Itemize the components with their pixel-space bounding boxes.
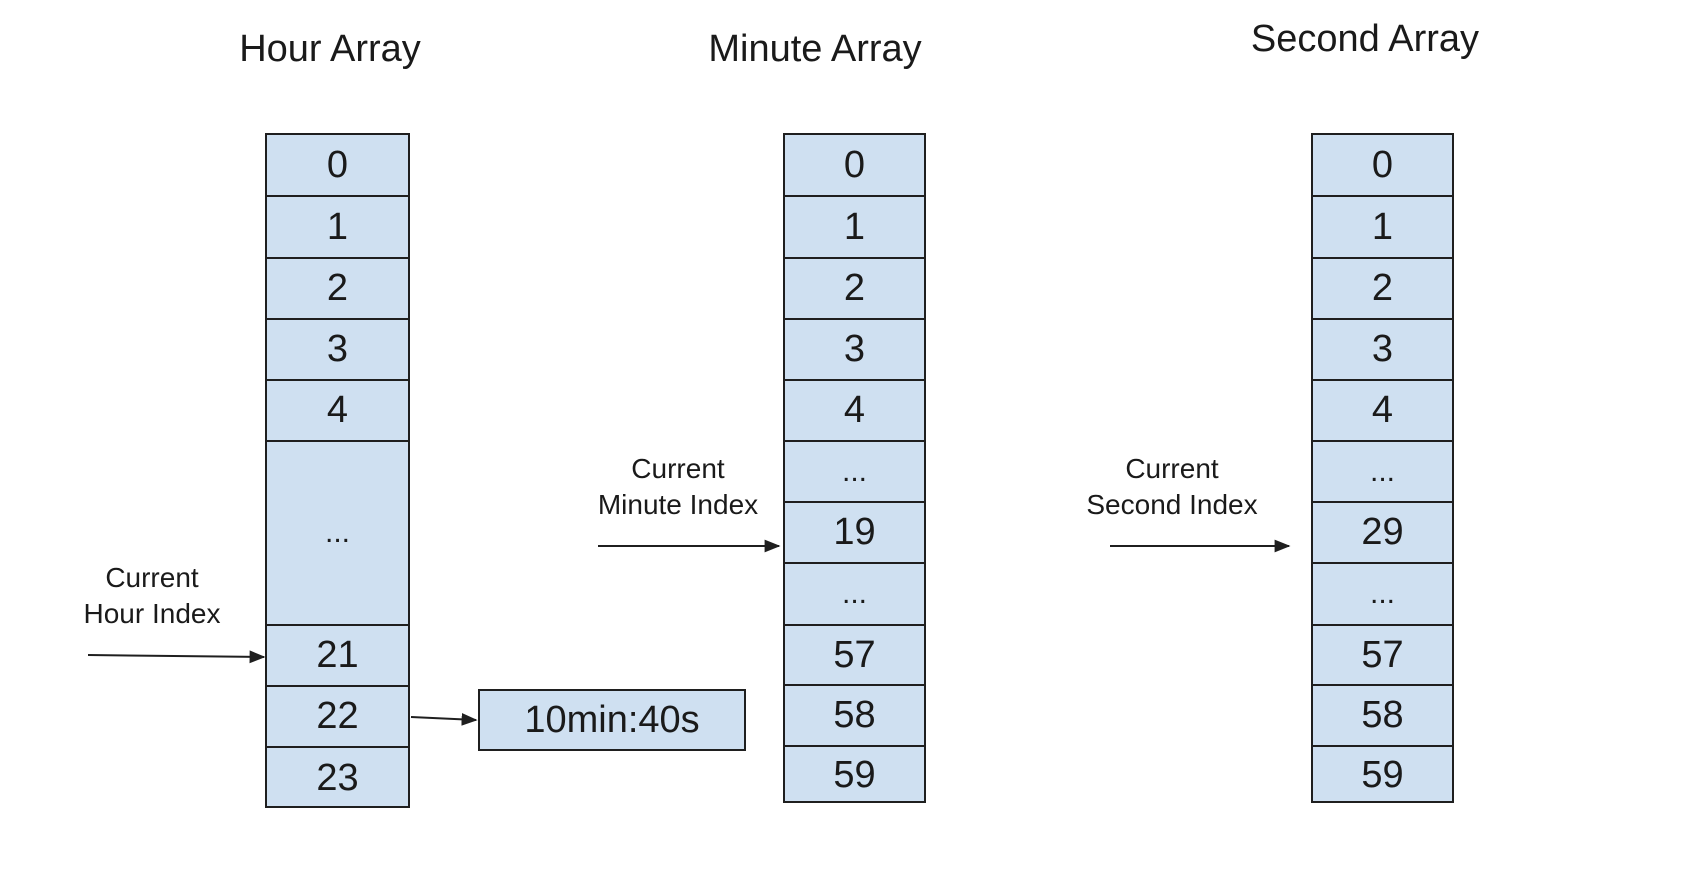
second-cell-current: 29 xyxy=(1313,503,1452,564)
hour-cell: 3 xyxy=(267,320,408,381)
minute-cell: 57 xyxy=(785,626,924,686)
minute-cell: 2 xyxy=(785,259,924,320)
minute-cell-ellipsis: ... xyxy=(785,442,924,503)
hour-cell-current: 21 xyxy=(267,626,408,687)
hour-cell: 4 xyxy=(267,381,408,442)
second-cell: 58 xyxy=(1313,686,1452,747)
label-line: Second Index xyxy=(1086,489,1258,520)
minute-cell: 4 xyxy=(785,381,924,442)
minute-cell: 3 xyxy=(785,320,924,381)
second-array: 0 1 2 3 4 ... 29 ... 57 58 59 xyxy=(1311,133,1454,803)
second-cell: 2 xyxy=(1313,259,1452,320)
second-cell: 59 xyxy=(1361,753,1404,796)
label-line: Hour Index xyxy=(83,598,221,629)
second-cell-ellipsis: ... xyxy=(1313,442,1452,503)
second-cell: 4 xyxy=(1313,381,1452,442)
entry-link-arrow xyxy=(410,712,478,726)
minute-cell-ellipsis: ... xyxy=(785,564,924,626)
second-cell: 0 xyxy=(1313,135,1452,197)
minute-array: 0 1 2 3 4 ... 19 ... 57 58 59 xyxy=(783,133,926,803)
hour-cell: 22 xyxy=(267,687,408,748)
hour-array: 0 1 2 3 4 ... 21 22 23 xyxy=(265,133,410,808)
hour-cell-ellipsis: ... xyxy=(267,442,408,626)
hour-cell: 23 xyxy=(316,756,359,799)
minute-cell-current: 19 xyxy=(785,503,924,564)
current-second-index-label: Current Second Index xyxy=(1086,451,1257,523)
second-cell: 1 xyxy=(1313,197,1452,259)
current-minute-index-label: Current Minute Index xyxy=(598,451,758,523)
hour-cell: 2 xyxy=(267,259,408,320)
label-line: Current xyxy=(1125,453,1219,484)
minute-cell: 59 xyxy=(833,753,876,796)
minute-cell: 0 xyxy=(785,135,924,197)
second-cell: 57 xyxy=(1313,626,1452,686)
label-line: Current xyxy=(105,562,199,593)
hour-cell: 0 xyxy=(267,135,408,197)
second-cell: 3 xyxy=(1313,320,1452,381)
linked-entry-box: 10min:40s xyxy=(478,689,746,751)
hour-array-title: Hour Array xyxy=(239,28,421,70)
current-hour-index-label: Current Hour Index xyxy=(84,560,221,632)
minute-cell: 58 xyxy=(785,686,924,747)
hour-cell: 1 xyxy=(267,197,408,259)
minute-cell: 1 xyxy=(785,197,924,259)
label-line: Minute Index xyxy=(597,489,759,520)
hour-pointer-arrow xyxy=(87,650,266,664)
label-line: Current xyxy=(631,453,725,484)
second-array-title: Second Array xyxy=(1250,18,1480,60)
minute-array-title: Minute Array xyxy=(708,28,922,70)
second-cell-ellipsis: ... xyxy=(1313,564,1452,626)
